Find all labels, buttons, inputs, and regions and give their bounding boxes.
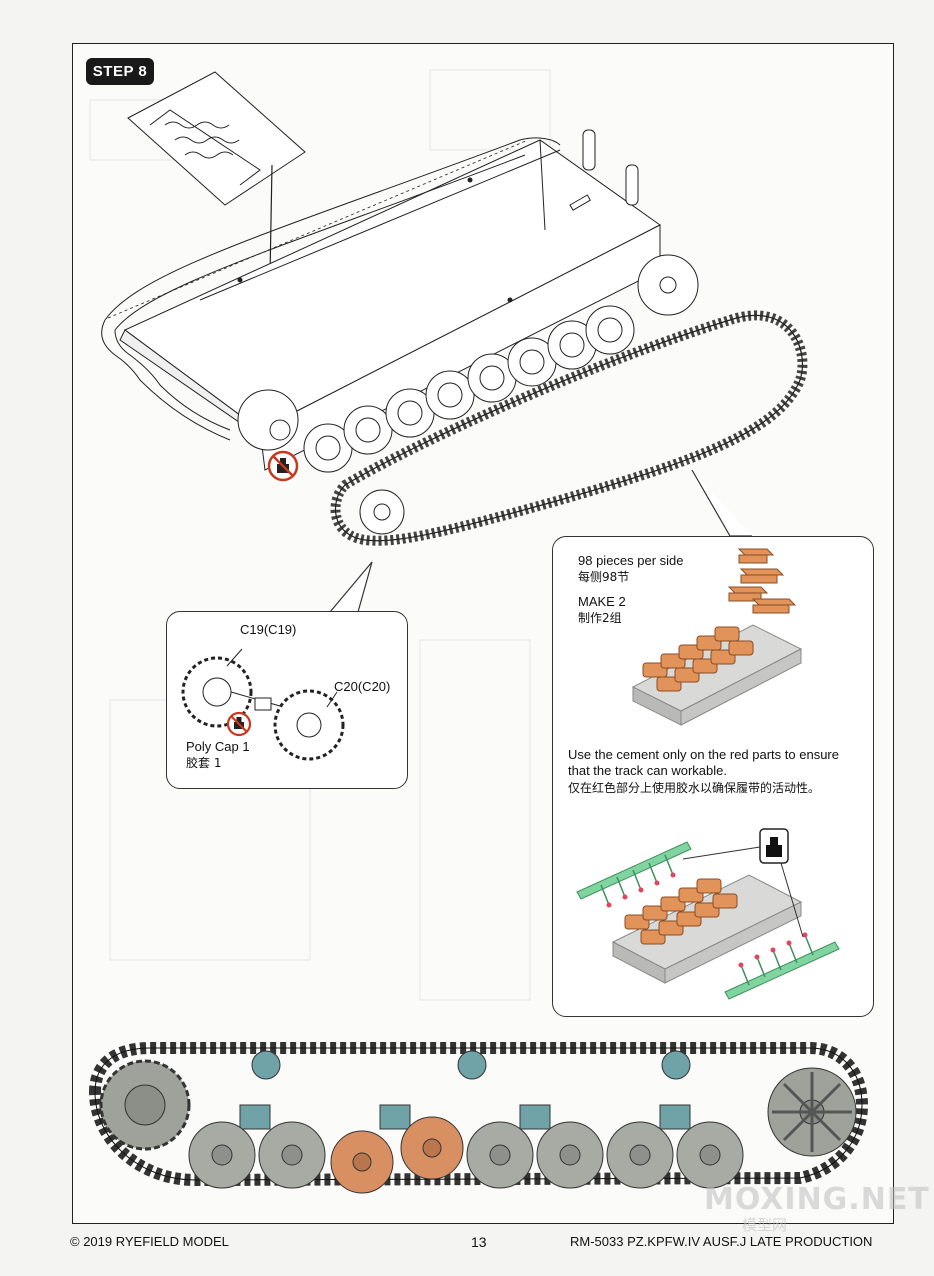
footer-product: RM-5033 PZ.KPFW.IV AUSF.J LATE PRODUCTIO… bbox=[570, 1234, 873, 1249]
step-badge: STEP 8 bbox=[86, 58, 154, 85]
fender-part bbox=[127, 71, 306, 206]
watermark: MOXING.NET bbox=[704, 1182, 930, 1217]
make-count-label-cn: 制作2组 bbox=[578, 611, 622, 625]
road-wheels bbox=[237, 254, 699, 473]
track-loop bbox=[330, 310, 808, 546]
sprocket-callout: C19(C19) C20(C20) Poly Cap 1 胶套 1 bbox=[166, 611, 408, 789]
watermark-cn: 模型网 bbox=[742, 1216, 788, 1234]
side-profile bbox=[88, 1042, 869, 1194]
track-count-label-cn: 每侧98节 bbox=[578, 570, 630, 584]
track-count-label: 98 pieces per side bbox=[578, 553, 684, 568]
sprocket-exploded-drawing bbox=[181, 648, 345, 761]
polycap-label: Poly Cap 1 bbox=[186, 739, 250, 754]
track-jig-drawing bbox=[576, 548, 840, 1000]
step-label: STEP 8 bbox=[92, 63, 148, 80]
footer-page-number: 13 bbox=[471, 1234, 487, 1250]
footer-copyright: © 2019 RYEFIELD MODEL bbox=[70, 1234, 229, 1249]
callout-pointer-left bbox=[329, 561, 373, 613]
no-cement-icon bbox=[267, 450, 299, 482]
part-label-c19: C19(C19) bbox=[240, 622, 297, 637]
cement-icon bbox=[759, 828, 789, 864]
cement-instruction-line-2: that the track can workable. bbox=[568, 763, 727, 778]
cement-instruction-cn: 仅在红色部分上使用胶水以确保履带的活动性。 bbox=[568, 781, 821, 795]
make-count-label: MAKE 2 bbox=[578, 594, 626, 609]
cement-instruction-line-1: Use the cement only on the red parts to … bbox=[568, 747, 839, 762]
no-cement-icon bbox=[226, 711, 252, 737]
callout-pointer-right bbox=[691, 469, 752, 537]
part-label-c20: C20(C20) bbox=[334, 679, 391, 694]
loose-sprocket bbox=[359, 489, 405, 535]
upper-track bbox=[101, 137, 561, 441]
track-callout: 98 pieces per side 每侧98节 MAKE 2 制作2组 Use… bbox=[552, 536, 874, 1017]
polycap-label-cn: 胶套 1 bbox=[186, 756, 222, 770]
